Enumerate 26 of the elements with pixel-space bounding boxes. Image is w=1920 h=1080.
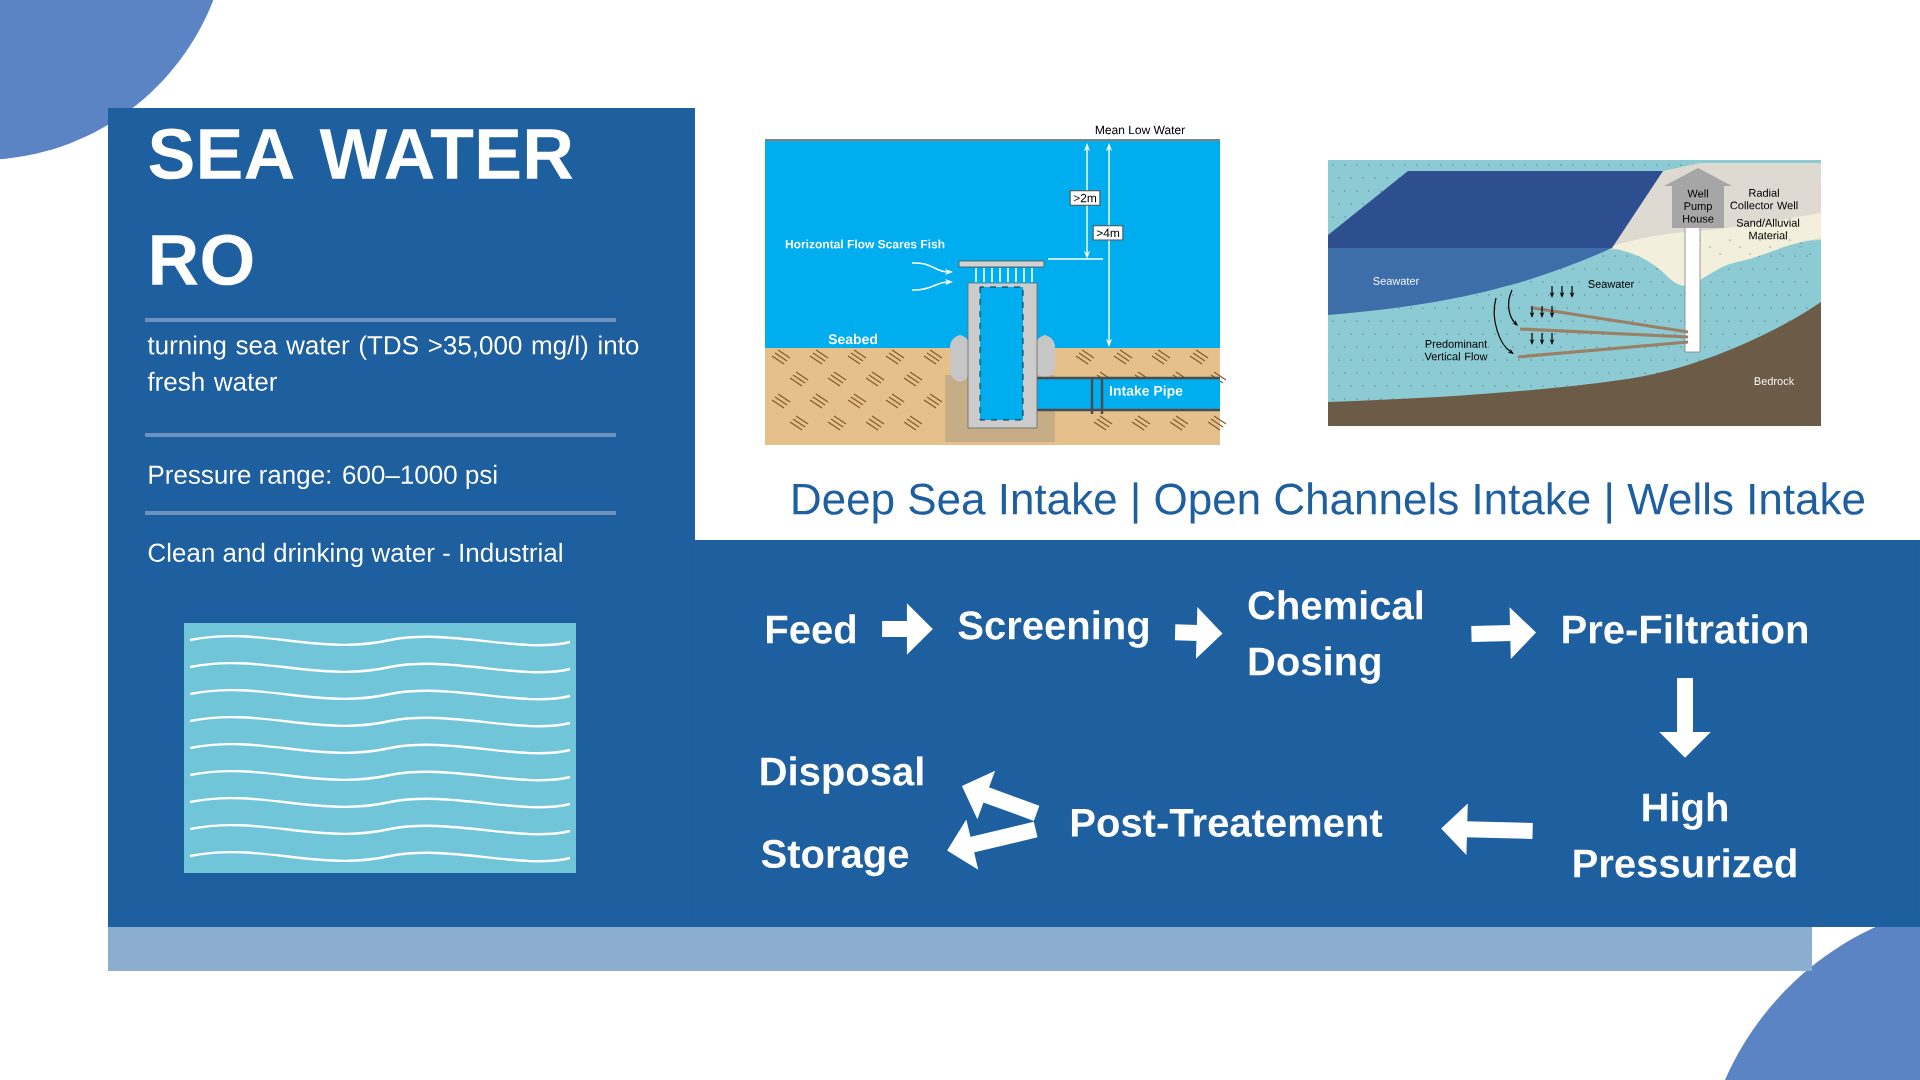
process-step: Pre-Filtration — [1563, 614, 1807, 644]
dimension-label: >4m — [1092, 225, 1124, 241]
process-step: Storage — [761, 839, 909, 877]
info-text: Clean and drinking water - Industrial — [148, 542, 562, 568]
process-step: Disposal — [761, 756, 923, 794]
subtitle: turning sea water (TDS >35,000 mg/l) into fresh water — [147, 335, 639, 391]
info-text: Pressure range: 600–1000 psi — [149, 464, 497, 490]
diagram-label: Seawater — [1588, 280, 1635, 288]
dimension-label: >2m — [1069, 190, 1101, 206]
process-step: Post-Treatement — [1071, 809, 1383, 837]
diagram-label: Sand/Alluvial Material — [1736, 218, 1800, 240]
intake-heading: Deep Sea Intake | Open Channels Intake | Wells Intake — [793, 482, 1865, 524]
diagram-label: Radial Collector Well — [1730, 188, 1798, 210]
process-step: Feed — [767, 614, 856, 644]
process-step: Screening — [958, 610, 1149, 648]
diagram-label: Seabed — [828, 333, 877, 345]
process-step: High Pressurized — [1574, 792, 1796, 878]
diagram-label: Intake Pipe — [1110, 385, 1183, 399]
diagram-label: Well Pump House — [1683, 189, 1714, 223]
diagram-label: Predominant Vertical Flow — [1424, 339, 1488, 361]
title: SEA WATER RO — [149, 128, 573, 286]
diagram-label: Horizontal Flow Scares Fish — [785, 239, 945, 249]
diagram-label: Bedrock — [1754, 376, 1795, 385]
diagram-label: Mean Low Water — [1095, 125, 1185, 135]
diagram-label: Seawater — [1373, 277, 1420, 285]
process-step: Chemical Dosing — [1248, 590, 1422, 684]
